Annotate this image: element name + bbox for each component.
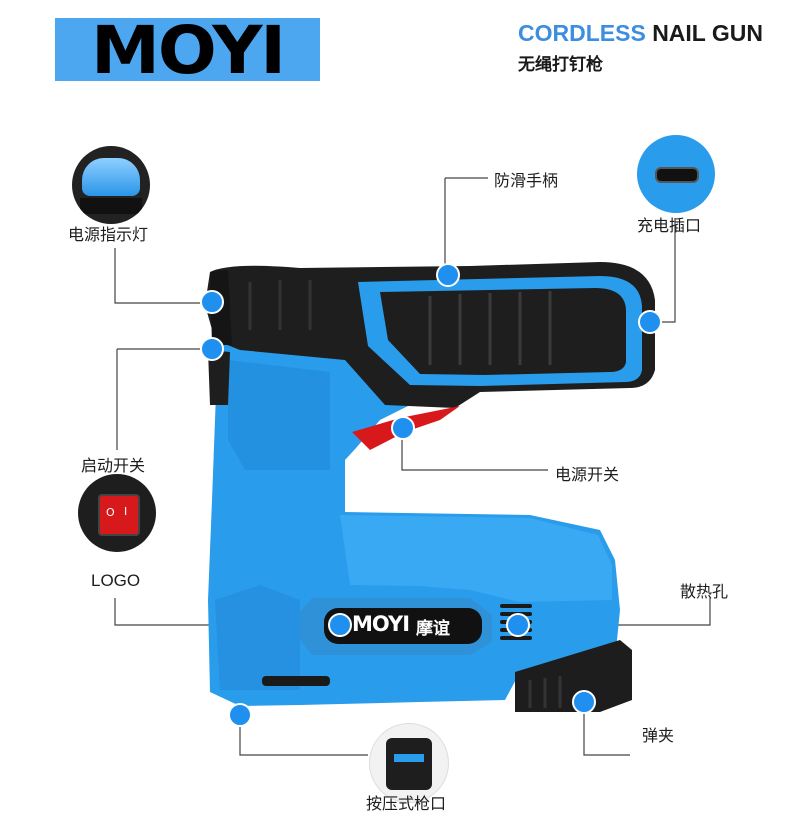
brand-logo-text: MOYI <box>91 18 286 81</box>
label-vents: 散热孔 <box>680 582 729 601</box>
start-switch-inset: O I <box>78 474 156 552</box>
badge-logo-text: MOYI <box>352 612 410 636</box>
label-power-indicator: 电源指示灯 <box>68 225 149 244</box>
callout-markers <box>200 263 662 727</box>
charging-port-inset <box>637 135 715 213</box>
switch-off-mark: O <box>106 506 115 519</box>
tool-body <box>208 340 632 712</box>
label-press-muzzle: 按压式枪口 <box>366 794 447 813</box>
headline-rest: NAIL GUN <box>652 20 763 46</box>
label-grip: 防滑手柄 <box>494 171 559 190</box>
grip-handle <box>205 262 655 408</box>
usb-c-port-icon <box>655 167 699 183</box>
label-power-switch: 电源开关 <box>555 465 620 484</box>
muzzle-icon <box>386 738 432 790</box>
label-clip: 弹夹 <box>642 726 675 745</box>
label-logo: LOGO <box>91 571 141 590</box>
label-start-switch: 启动开关 <box>81 456 146 475</box>
brand-logo: MOYI <box>55 18 320 81</box>
power-indicator-inset <box>72 146 150 224</box>
product-headline: CORDLESS NAIL GUN <box>518 20 763 47</box>
rocker-switch-icon: O I <box>98 494 140 536</box>
product-subtitle: 无绳打钉枪 <box>518 55 603 75</box>
badge-cn-name: 摩谊 <box>416 619 450 639</box>
press-muzzle-inset <box>369 723 449 803</box>
headline-accent: CORDLESS <box>518 20 646 46</box>
indicator-light-icon <box>82 158 140 196</box>
switch-on-mark: I <box>124 505 128 518</box>
label-charging-port: 充电插口 <box>637 216 702 235</box>
